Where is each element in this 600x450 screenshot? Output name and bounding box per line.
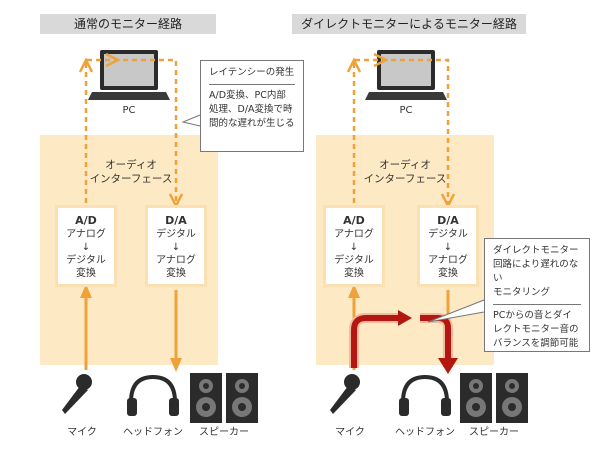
right-da-line2: アナログ (428, 255, 468, 266)
right-title: ダイレクトモニターによるモニター経路 (292, 14, 526, 34)
right-interface-label-line2: インターフェース (363, 173, 447, 185)
right-speaker-label: スピーカー (469, 427, 519, 438)
left-callout-divider (209, 84, 295, 85)
right-da-arrow: ↓ (443, 242, 453, 253)
left-da-line3: 変換 (166, 268, 186, 279)
right-mic-icon (330, 374, 360, 414)
right-interface-label-line1: オーディオ (379, 159, 431, 171)
left-speaker-label: スピーカー (199, 427, 249, 438)
left-ad-box: A/D アナログ ↓ デジタル 変換 (55, 205, 117, 287)
right-laptop-icon (365, 50, 447, 100)
left-interface-label: オーディオ インターフェース (61, 158, 201, 186)
right-headphone-label: ヘッドフォン (395, 427, 455, 438)
left-headphone-icon (127, 374, 179, 416)
right-callout-line5: レクトモニター音の (493, 324, 579, 335)
right-mic-label: マイク (335, 427, 365, 438)
right-callout-divider (493, 304, 581, 305)
left-mic-icon (62, 374, 92, 414)
left-pc-label: PC (122, 105, 136, 116)
left-ad-line3: 変換 (76, 268, 96, 279)
right-pc-label: PC (399, 105, 413, 116)
right-da-line1: デジタル (428, 229, 468, 240)
right-direct-callout: ダイレクトモニター 回路により遅れのない モニタリング PCからの音とダイ レク… (484, 238, 590, 352)
right-da-title: D/A (437, 214, 459, 227)
right-dashed-arrowhead-right (373, 52, 389, 68)
left-callout-pointer (181, 114, 201, 127)
left-dashed-path (84, 58, 178, 212)
right-ad-arrow: ↓ (349, 242, 359, 253)
left-speaker-icon (190, 373, 258, 423)
left-latency-callout: レイテンシーの発生 A/D変換、PC内部 処理、D/A変換で時 間的な遅れが生じ… (200, 60, 304, 152)
right-ad-line1: アナログ (334, 229, 374, 240)
right-callout-line6: バランスを調節可能 (493, 338, 579, 349)
left-ad-arrow: ↓ (81, 242, 91, 253)
left-callout-title: レイテンシーの発生 (209, 67, 295, 78)
left-dashed-arrowhead-right (105, 52, 121, 68)
right-callout-line3: モニタリング (493, 287, 551, 298)
left-mic-label: マイク (67, 427, 97, 438)
left-da-box: D/A デジタル ↓ アナログ 変換 (145, 205, 207, 287)
right-da-line3: 変換 (438, 268, 458, 279)
right-speaker-icon (460, 373, 528, 423)
left-headphone-label: ヘッドフォン (123, 427, 183, 438)
left-da-line2: アナログ (156, 255, 196, 266)
right-ad-line2: デジタル (334, 255, 374, 266)
left-laptop-icon (88, 50, 170, 100)
left-callout-line1: A/D変換、PC内部 (209, 90, 286, 101)
right-callout-pointer (427, 299, 485, 323)
left-da-arrow: ↓ (171, 242, 181, 253)
left-dashed-arrowhead-up (78, 57, 94, 73)
left-interface-label-line2: インターフェース (89, 173, 173, 185)
left-callout-line3: 間的な遅れが生じる (209, 118, 295, 129)
right-callout-line1: ダイレクトモニター (493, 245, 579, 256)
right-dashed-arrowhead-up (346, 57, 362, 73)
left-ad-title: A/D (75, 214, 97, 227)
left-interface-label-line1: オーディオ (105, 159, 157, 171)
right-da-box: D/A デジタル ↓ アナログ 変換 (417, 205, 479, 287)
left-title: 通常のモニター経路 (40, 14, 216, 34)
right-callout-line4: PCからの音とダイ (493, 310, 572, 321)
left-ad-line2: デジタル (66, 255, 106, 266)
right-interface-label: オーディオ インターフェース (335, 158, 475, 186)
left-da-title: D/A (165, 214, 187, 227)
right-ad-box: A/D アナログ ↓ デジタル 変換 (323, 205, 385, 287)
left-ad-line1: アナログ (66, 229, 106, 240)
right-callout-line2: 回路により遅れのない (493, 259, 579, 284)
left-callout-line2: 処理、D/A変換で時 (209, 104, 293, 115)
right-ad-title: A/D (343, 214, 365, 227)
right-headphone-icon (399, 374, 451, 416)
right-dashed-path (352, 58, 450, 212)
left-da-line1: デジタル (156, 229, 196, 240)
right-ad-line3: 変換 (344, 268, 364, 279)
